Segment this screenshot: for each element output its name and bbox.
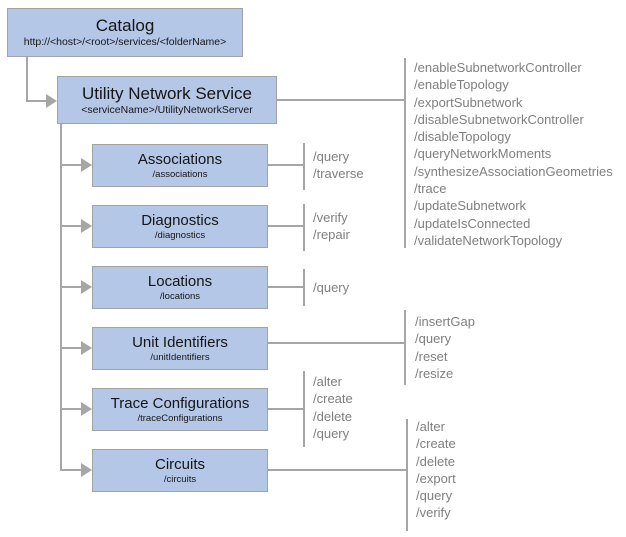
- connector-diagnostics-operations: [268, 225, 304, 227]
- connector-branch-locations: [60, 286, 82, 288]
- operation-label: /query: [313, 425, 350, 441]
- associations-node: Associations /associations: [92, 144, 268, 187]
- arrowhead-icon: [81, 463, 92, 477]
- associations-path: /associations: [152, 168, 208, 180]
- divider-trace-configurations-operations: [303, 371, 305, 447]
- connector-catalog-vertical: [26, 57, 28, 102]
- operation-label: /synthesizeAssociationGeometries: [414, 163, 613, 179]
- circuits-title: Circuits: [154, 455, 205, 473]
- operation-label: /resize: [415, 365, 454, 381]
- connector-branch-diagnostics: [60, 225, 82, 227]
- operation-label: /query: [415, 331, 452, 347]
- connector-associations-operations: [268, 164, 304, 166]
- circuits-node: Circuits /circuits: [92, 449, 268, 492]
- unit-identifiers-node: Unit Identifiers /unitIdentifiers: [92, 327, 268, 370]
- trace-configurations-node: Trace Configurations /traceConfiguration…: [92, 388, 268, 431]
- operation-label: /enableTopology: [414, 77, 509, 93]
- operation-label: /verify: [313, 210, 348, 225]
- unit-identifiers-path: /unitIdentifiers: [150, 351, 210, 363]
- operation-label: /exportSubnetwork: [414, 94, 523, 110]
- operation-label: /delete: [313, 408, 353, 424]
- divider-diagnostics-operations: [303, 204, 305, 251]
- operation-label: /trace: [414, 181, 447, 197]
- arrowhead-icon: [81, 280, 92, 294]
- operation-label: /alter: [416, 419, 445, 434]
- divider-unit-identifiers-operations: [404, 310, 406, 385]
- operation-label: /repair: [313, 227, 350, 243]
- connector-service-operations: [277, 99, 405, 101]
- service-node: Utility Network Service <serviceName>/Ut…: [57, 76, 277, 124]
- connector-catalog-horizontal: [26, 100, 47, 102]
- connector-branch-unit-identifiers: [60, 347, 82, 349]
- connector-branch-trace-configurations: [60, 408, 82, 410]
- operation-label: /updateSubnetwork: [414, 198, 527, 214]
- operation-label: /delete: [416, 453, 456, 469]
- trace-configurations-path: /traceConfigurations: [137, 412, 223, 424]
- diagnostics-title: Diagnostics: [141, 211, 219, 229]
- arrowhead-icon: [81, 402, 92, 416]
- catalog-url: http://<host>/<root>/services/<folderNam…: [23, 36, 227, 48]
- operation-label: /disableSubnetworkController: [414, 111, 584, 127]
- arrowhead-icon: [81, 341, 92, 355]
- connector-branch-circuits: [60, 469, 82, 471]
- operation-label: /alter: [313, 374, 342, 389]
- trace-configurations-title: Trace Configurations: [110, 394, 250, 412]
- diagnostics-path: /diagnostics: [154, 229, 206, 241]
- divider-locations-operations: [303, 269, 305, 306]
- arrowhead-icon: [81, 219, 92, 233]
- operation-label: /reset: [415, 348, 448, 364]
- trace-configurations-operations-list: /alter/create/delete/query: [313, 373, 353, 442]
- locations-path: /locations: [159, 290, 201, 302]
- operation-label: /enableSubnetworkController: [414, 60, 582, 75]
- catalog-title: Catalog: [95, 16, 155, 35]
- operation-label: /query: [313, 149, 350, 164]
- operation-label: /disableTopology: [414, 129, 511, 145]
- arrowhead-icon: [46, 94, 57, 108]
- associations-title: Associations: [137, 150, 223, 168]
- operation-label: /validateNetworkTopology: [414, 232, 563, 248]
- operation-label: /traverse: [313, 166, 364, 182]
- operation-label: /query: [416, 488, 453, 504]
- circuits-operations-list: /alter/create/delete/export/query/verify: [416, 418, 456, 522]
- associations-operations-list: /query/traverse: [313, 148, 364, 183]
- locations-node: Locations /locations: [92, 266, 268, 309]
- divider-circuits-operations: [406, 419, 408, 531]
- catalog-node: Catalog http://<host>/<root>/services/<f…: [7, 8, 243, 57]
- connector-branch-associations: [60, 164, 82, 166]
- operation-label: /query: [313, 280, 350, 295]
- locations-title: Locations: [147, 272, 213, 290]
- operation-label: /export: [416, 470, 456, 486]
- connector-service-trunk: [60, 124, 62, 470]
- operation-label: /verify: [416, 505, 451, 521]
- connector-locations-operations: [268, 286, 304, 288]
- operation-label: /create: [416, 436, 456, 452]
- diagnostics-node: Diagnostics /diagnostics: [92, 205, 268, 248]
- connector-circuits-operations: [268, 469, 406, 471]
- connector-unit-identifiers-operations: [268, 342, 405, 344]
- divider-associations-operations: [303, 143, 305, 190]
- operation-label: /queryNetworkMoments: [414, 146, 552, 162]
- unit-identifiers-operations-list: /insertGap/query/reset/resize: [415, 313, 475, 382]
- service-operations-list: /enableSubnetworkController/enableTopolo…: [414, 59, 613, 249]
- diagnostics-operations-list: /verify/repair: [313, 209, 350, 244]
- unit-identifiers-title: Unit Identifiers: [132, 333, 228, 351]
- operation-label: /create: [313, 391, 353, 407]
- divider-service-operations: [404, 58, 406, 248]
- operation-label: /updateIsConnected: [414, 215, 531, 231]
- operation-label: /insertGap: [415, 314, 475, 329]
- connector-trace-configurations-operations: [268, 408, 304, 410]
- arrowhead-icon: [81, 158, 92, 172]
- locations-operations-list: /query: [313, 279, 349, 296]
- circuits-path: /circuits: [163, 473, 197, 485]
- service-path: <serviceName>/UtilityNetworkServer: [81, 103, 253, 116]
- service-title: Utility Network Service: [81, 83, 253, 103]
